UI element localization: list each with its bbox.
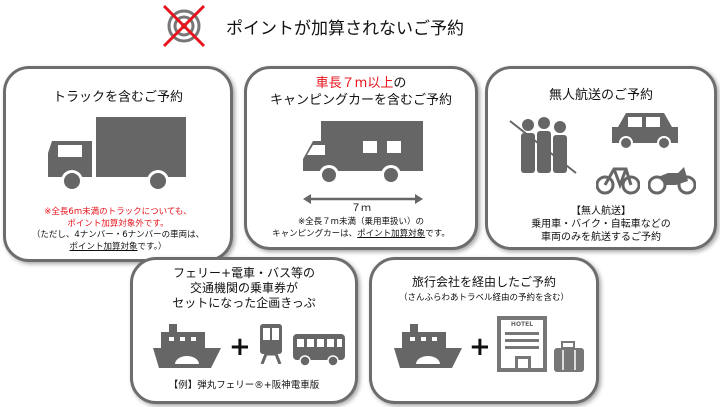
card-camper: 車長７m以上の キャンピングカーを含むご予約 ７ｍ ※全長７m未満（乗用車扱い）… xyxy=(244,66,478,250)
hotel-sign: HOTEL xyxy=(510,321,534,328)
note-line: ※全長７m未満（乗用車扱い）の xyxy=(298,217,424,227)
card-subtitle: （さんふらわあトラベル経由の予約を含む） xyxy=(398,293,569,303)
card-travel-agency: 旅行会社を経由したご予約 （さんふらわあトラベル経由の予約を含む） + HOTE… xyxy=(369,257,599,404)
truck-icon xyxy=(48,117,186,192)
bus-icon xyxy=(293,334,345,367)
card-title: キャンピングカーを含むご予約 xyxy=(269,93,452,108)
header: ポイントが加算されないご予約 xyxy=(160,4,464,48)
note-line: 車両のみを航送するご予約 xyxy=(541,232,661,243)
bicycle-icon xyxy=(596,167,640,195)
example-text: 【例】弾丸フェリー®+阪神電車版 xyxy=(168,380,320,391)
ferry-icon xyxy=(153,324,221,368)
note-line: です。 xyxy=(425,228,450,239)
card-title: トラックを含むご予約 xyxy=(52,90,183,105)
suitcase-icon xyxy=(554,341,584,372)
motorcycle-icon xyxy=(648,167,696,195)
car-icon xyxy=(612,113,678,150)
card-title: フェリー+電車・バス等の xyxy=(172,266,316,280)
note-line: 乗用車・バイク・自転車などの xyxy=(531,219,671,230)
hotel-icon: HOTEL xyxy=(497,316,547,372)
card-unmanned: 無人航送のご予約 【無人航送】 乗用車・バイク・自転車などの 車両のみを航送する… xyxy=(485,66,717,250)
page-title: ポイントが加算されないご予約 xyxy=(226,18,464,39)
no-points-icon xyxy=(160,4,208,48)
card-package-ticket: フェリー+電車・バス等の 交通機関の乗車券が セットになった企画きっぷ + 【例… xyxy=(130,257,358,404)
card-truck: トラックを含むご予約 ※全長6m未満のトラックについても、 ポイント加算対象外で… xyxy=(3,66,233,262)
camper-icon xyxy=(303,121,423,185)
note-underline: ポイント加算対象 xyxy=(357,228,426,239)
title-red: 車長７m以上 xyxy=(315,76,394,91)
plus-sign: + xyxy=(229,332,251,362)
no-people-icon xyxy=(509,117,577,174)
train-icon xyxy=(260,324,282,364)
ferry-icon xyxy=(394,324,462,368)
length-arrow-icon xyxy=(303,194,423,204)
note-line: （ただし、4ナンバー・6ナンバーの車両は、 xyxy=(31,230,205,240)
note-underline: ポイント加算対象 xyxy=(69,241,138,252)
card-title: 無人航送のご予約 xyxy=(548,88,653,103)
note-line: ポイント加算対象外です。 xyxy=(67,218,169,229)
note-line: です。） xyxy=(137,241,167,252)
card-title: 交通機関の乗車券が xyxy=(189,281,298,295)
length-label: ７ｍ xyxy=(351,203,371,214)
note-line: 【無人航送】 xyxy=(571,206,631,217)
plus-sign: + xyxy=(469,332,491,362)
card-title: 旅行会社を経由したご予約 xyxy=(411,275,556,289)
note-line: ※全長6m未満のトラックについても、 xyxy=(44,207,192,217)
title-rest: の xyxy=(393,76,407,91)
card-title: セットになった企画きっぷ xyxy=(172,296,316,310)
note-line: キャンピングカーは、 xyxy=(272,228,358,239)
